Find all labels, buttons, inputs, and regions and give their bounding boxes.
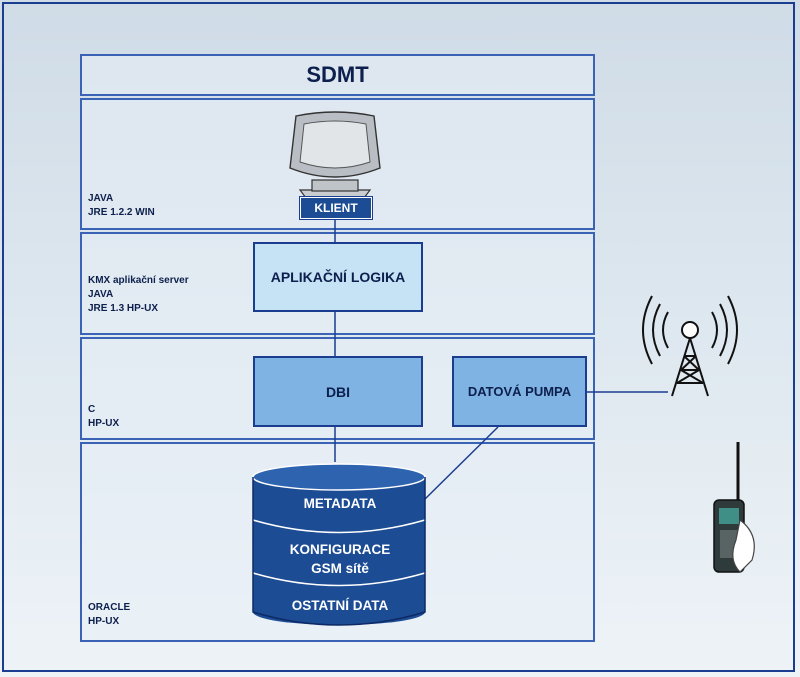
radio-tower-icon — [642, 295, 738, 397]
dbi-box: DBI — [253, 356, 423, 427]
monitor-icon — [289, 111, 381, 199]
db-section-metadata: METADATA — [303, 496, 377, 511]
layer-label-line: JAVA — [88, 193, 114, 204]
layer-label-line: C — [88, 404, 96, 415]
layer-app-server-label: KMX aplikační server JAVA JRE 1.3 HP-UX — [88, 274, 189, 316]
db-section-config-line2: GSM sítě — [311, 561, 369, 576]
connector-pump-db — [423, 426, 499, 501]
layer-c-label: C HP-UX — [88, 403, 119, 431]
db-section-other-data: OSTATNÍ DATA — [291, 598, 389, 613]
layer-label-line: KMX aplikační server — [88, 275, 189, 286]
layer-oracle-label: ORACLE HP-UX — [88, 601, 130, 629]
database-cylinder — [252, 463, 426, 626]
layer-client-label: JAVA JRE 1.2.2 WIN — [88, 192, 155, 220]
data-pump-box: DATOVÁ PUMPA — [452, 356, 587, 427]
app-logic-box: APLIKAČNÍ LOGIKA — [253, 242, 423, 312]
layer-label-line: JRE 1.3 HP-UX — [88, 303, 159, 314]
db-section-config-line1: KONFIGURACE — [289, 542, 391, 557]
layer-label-line: HP-UX — [88, 418, 120, 429]
client-label: KLIENT — [299, 196, 373, 220]
layer-label-line: JAVA — [88, 289, 114, 300]
layer-label-line: JRE 1.2.2 WIN — [88, 207, 155, 218]
layer-label-line: HP-UX — [88, 616, 120, 627]
title-band — [80, 54, 595, 96]
mobile-phone-icon — [713, 442, 755, 573]
diagram-title: SDMT — [306, 62, 369, 87]
layer-label-line: ORACLE — [88, 602, 131, 613]
